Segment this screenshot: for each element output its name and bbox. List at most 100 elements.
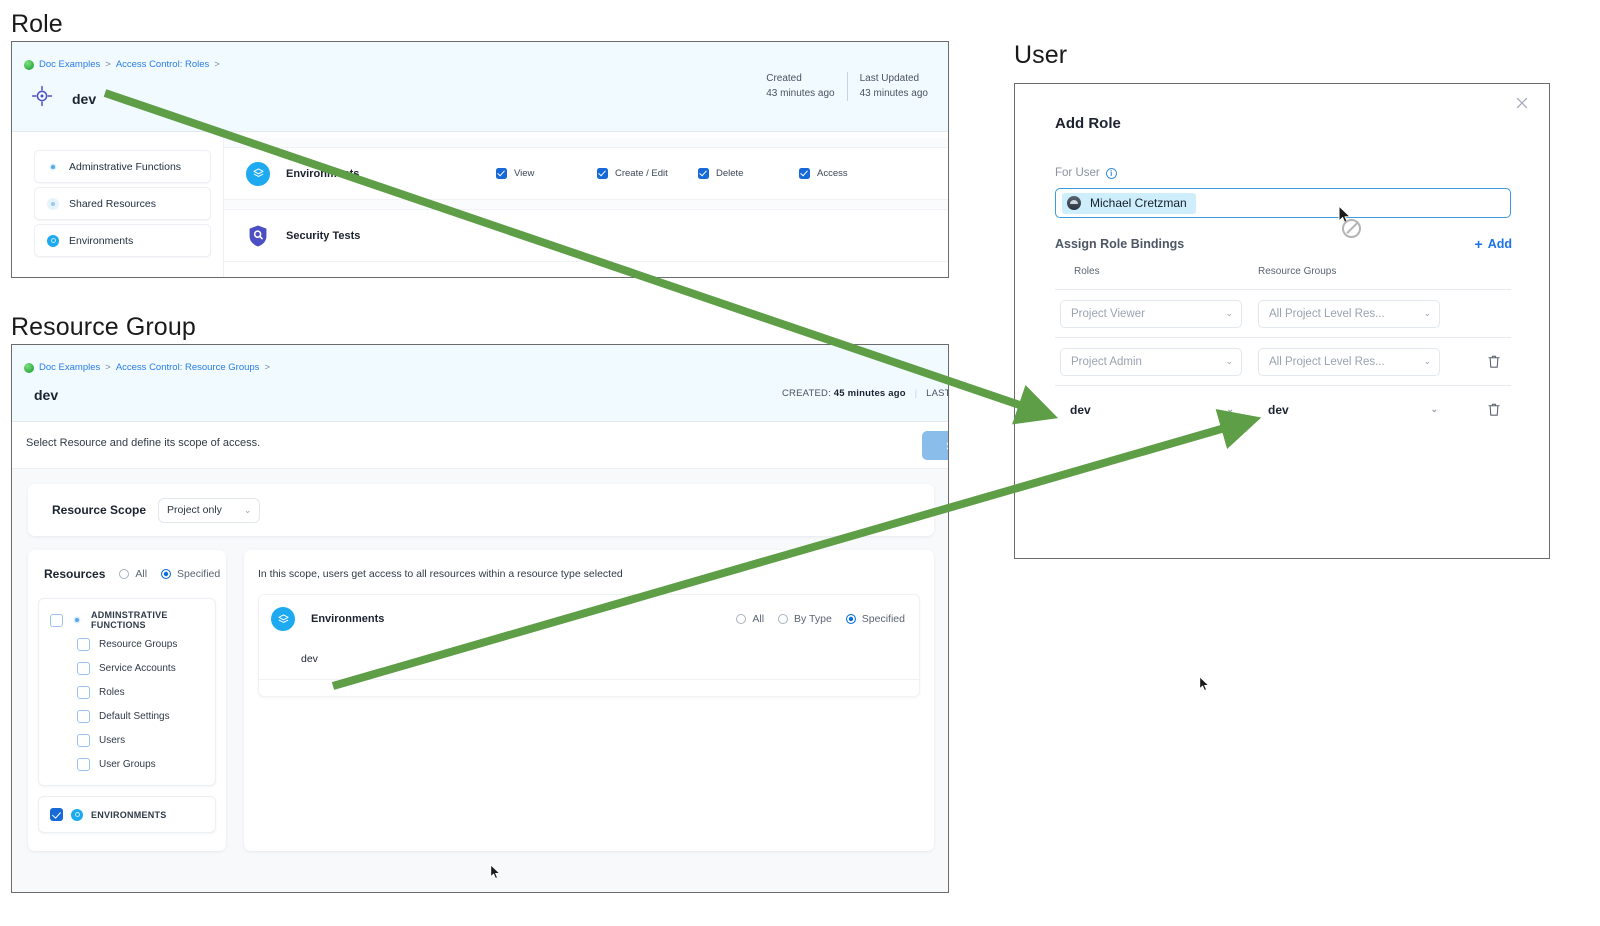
resource-group-select[interactable]: All Project Level Res... ⌄	[1258, 299, 1440, 328]
resource-group-select[interactable]: All Project Level Res... ⌄	[1258, 347, 1440, 376]
checkbox-icon[interactable]	[77, 757, 90, 771]
trash-icon[interactable]	[1487, 354, 1501, 369]
scope-detail-note: In this scope, users get access to all r…	[258, 568, 623, 580]
radio-resources-all[interactable]: All	[119, 568, 147, 580]
resource-item-label: Service Accounts	[99, 662, 176, 674]
resource-group-value: dev	[1268, 402, 1289, 417]
role-permissions: Environments View Create / Edit Delet	[224, 132, 948, 277]
resource-item-service-accounts[interactable]: Service Accounts	[39, 656, 215, 680]
radio-icon-selected[interactable]	[845, 614, 856, 624]
resource-group-columns: Resources All Specified	[12, 550, 948, 851]
user-select-field[interactable]: Michael Cretzman	[1055, 188, 1511, 218]
column-header-resource-groups: Resource Groups	[1258, 266, 1337, 277]
role-select[interactable]: Project Viewer ⌄	[1060, 299, 1242, 328]
breadcrumb[interactable]: Doc Examples > Access Control: Resource …	[24, 362, 270, 373]
checkbox-icon[interactable]	[698, 168, 709, 179]
resource-scope-label: Resource Scope	[52, 503, 147, 517]
checkbox-icon[interactable]	[77, 709, 90, 723]
radio-env-by-type[interactable]: By Type	[778, 613, 832, 625]
radio-resources-specified[interactable]: Specified	[161, 568, 220, 580]
close-icon[interactable]	[1513, 94, 1531, 112]
breadcrumb-separator: >	[105, 362, 111, 373]
role-select[interactable]: Project Admin ⌄	[1060, 347, 1242, 376]
group-header[interactable]: ENVIRONMENTS	[39, 806, 215, 823]
breadcrumb-project[interactable]: Doc Examples	[39, 59, 101, 70]
resource-group-header: Doc Examples > Access Control: Resource …	[12, 345, 948, 422]
resource-group-cell: All Project Level Res... ⌄	[1258, 299, 1453, 328]
breadcrumb-separator: >	[105, 59, 111, 70]
checkbox-icon[interactable]	[50, 613, 63, 627]
checkbox-label: Delete	[716, 168, 744, 179]
add-binding-button[interactable]: + Add	[1475, 236, 1513, 252]
environments-scope-card: Environments All By Type S	[258, 594, 920, 697]
role-header: Doc Examples > Access Control: Roles > d…	[12, 42, 948, 132]
resource-item-users[interactable]: Users	[39, 728, 215, 752]
radio-icon[interactable]	[119, 569, 130, 579]
group-header[interactable]: ADMINSTRATIVE FUNCTIONS	[39, 608, 215, 632]
save-button[interactable]: Sav	[922, 431, 948, 460]
checkbox-icon-checked[interactable]	[50, 808, 63, 821]
role-category-sidebar: Adminstrative Functions Shared Resources…	[12, 132, 224, 277]
role-name: dev	[72, 90, 97, 107]
checkbox-icon[interactable]	[799, 168, 810, 179]
checkbox-icon[interactable]	[77, 733, 90, 747]
checkbox-access[interactable]: Access	[799, 168, 900, 179]
resource-item-default-settings[interactable]: Default Settings	[39, 704, 215, 728]
sidebar-item-environments[interactable]: Environments	[34, 224, 211, 257]
breadcrumb[interactable]: Doc Examples > Access Control: Roles >	[24, 59, 220, 70]
permission-name: Security Tests	[286, 229, 361, 242]
assign-role-bindings-label: Assign Role Bindings	[1055, 237, 1185, 251]
resource-group-select[interactable]: dev ⌄	[1258, 396, 1446, 424]
role-title-row: dev	[30, 84, 96, 113]
resource-item-resource-groups[interactable]: Resource Groups	[39, 632, 215, 656]
row-actions	[1453, 402, 1511, 417]
radio-icon[interactable]	[778, 614, 789, 624]
user-chip[interactable]: Michael Cretzman	[1062, 192, 1196, 214]
radio-icon[interactable]	[736, 614, 747, 624]
resource-group-cell: All Project Level Res... ⌄	[1258, 347, 1453, 376]
resource-group-value: All Project Level Res...	[1269, 307, 1385, 320]
radio-env-all[interactable]: All	[736, 613, 764, 625]
trash-icon[interactable]	[1487, 402, 1501, 417]
project-badge-icon	[24, 59, 34, 70]
checkbox-icon[interactable]	[77, 661, 90, 675]
breadcrumb-project[interactable]: Doc Examples	[39, 362, 101, 373]
checkbox-create-edit[interactable]: Create / Edit	[597, 168, 698, 179]
checkbox-view[interactable]: View	[496, 168, 597, 179]
info-icon[interactable]: i	[1105, 167, 1117, 179]
checkbox-icon[interactable]	[77, 685, 90, 699]
breadcrumb-section[interactable]: Access Control: Resource Groups	[115, 362, 260, 373]
row-actions	[1453, 354, 1511, 369]
radio-label: All	[752, 613, 765, 625]
resource-item-roles[interactable]: Roles	[39, 680, 215, 704]
sidebar-item-shared-resources[interactable]: Shared Resources	[34, 187, 211, 220]
role-value: Project Admin	[1071, 355, 1142, 368]
chevron-down-icon: ⌄	[243, 504, 252, 515]
resources-card: Resources All Specified	[28, 550, 226, 851]
role-select[interactable]: dev ⌄	[1060, 396, 1242, 424]
meta-updated-label: Last Updated	[859, 73, 920, 84]
meta-updated-value: 43 minutes ago	[859, 87, 928, 99]
resource-group-subbar: Select Resource and define its scope of …	[12, 422, 948, 469]
resource-item-user-groups[interactable]: User Groups	[39, 752, 215, 776]
radio-label: Specified	[177, 568, 221, 580]
sidebar-item-label: Adminstrative Functions	[69, 160, 182, 173]
checkbox-delete[interactable]: Delete	[698, 168, 799, 179]
role-cell: dev ⌄	[1055, 396, 1258, 424]
resource-item-label: Default Settings	[99, 710, 170, 722]
table-row: Project Viewer ⌄ All Project Level Res..…	[1055, 289, 1511, 337]
checkbox-icon[interactable]	[77, 637, 90, 651]
checkbox-icon[interactable]	[597, 168, 608, 179]
breadcrumb-section[interactable]: Access Control: Roles	[115, 59, 210, 70]
radio-icon-selected[interactable]	[161, 569, 172, 579]
resource-item-label: User Groups	[99, 758, 156, 770]
radio-env-specified[interactable]: Specified	[845, 613, 905, 625]
checkbox-icon[interactable]	[496, 168, 507, 179]
radio-label: All	[135, 568, 148, 580]
resource-scope-select[interactable]: Project only ⌄	[158, 497, 261, 523]
role-body: Adminstrative Functions Shared Resources…	[12, 132, 948, 277]
environments-scope-header: Environments All By Type S	[259, 595, 919, 643]
environments-scope-footer	[259, 680, 919, 696]
sidebar-item-administrative-functions[interactable]: Adminstrative Functions	[34, 150, 211, 183]
resources-header: Resources All Specified	[28, 550, 226, 598]
